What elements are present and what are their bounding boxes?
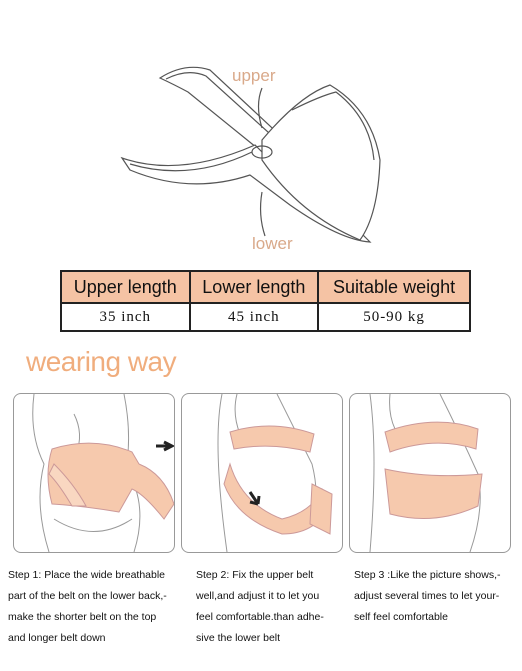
step-2-line: Step 2: Fix the upper belt bbox=[196, 569, 314, 581]
step-1-line: Step 1: Place the wide breathable bbox=[8, 569, 166, 581]
step-2-line: well,and adjust it to let you bbox=[196, 590, 320, 602]
step-3-photo bbox=[349, 393, 511, 553]
step-2-line: feel comfortable.than adhe- bbox=[196, 611, 324, 623]
step-1-line: part of the belt on the lower back,- bbox=[8, 590, 167, 602]
spec-table: Upper length Lower length Suitable weigh… bbox=[60, 270, 471, 332]
step-1-line: and longer belt down bbox=[8, 632, 106, 644]
step-1-photo bbox=[13, 393, 175, 553]
step-2-photo bbox=[181, 393, 343, 553]
step-3-line: Step 3 :Like the picture shows,- bbox=[354, 569, 501, 581]
lower-label: lower bbox=[252, 234, 293, 253]
step-1-line: make the shorter belt on the top bbox=[8, 611, 157, 623]
step-2-line: sive the lower belt bbox=[196, 632, 281, 644]
step-2-text: Step 2: Fix the upper belt well,and adju… bbox=[196, 565, 346, 649]
section-title: wearing way bbox=[26, 346, 177, 377]
suitable-weight-header: Suitable weight bbox=[317, 270, 471, 304]
upper-label: upper bbox=[232, 66, 276, 85]
lower-length-value: 45 inch bbox=[188, 302, 320, 332]
suitable-weight-value: 50-90 kg bbox=[317, 302, 471, 332]
upper-length-value: 35 inch bbox=[60, 302, 191, 332]
lower-length-header: Lower length bbox=[188, 270, 320, 304]
step-3-text: Step 3 :Like the picture shows,- adjust … bbox=[354, 565, 520, 628]
step-3-line: self feel comfortable bbox=[354, 611, 448, 623]
step-3-line: adjust several times to let your- bbox=[354, 590, 500, 602]
upper-length-header: Upper length bbox=[60, 270, 191, 304]
step-1-text: Step 1: Place the wide breathable part o… bbox=[8, 565, 180, 649]
belt-diagram bbox=[120, 66, 381, 243]
